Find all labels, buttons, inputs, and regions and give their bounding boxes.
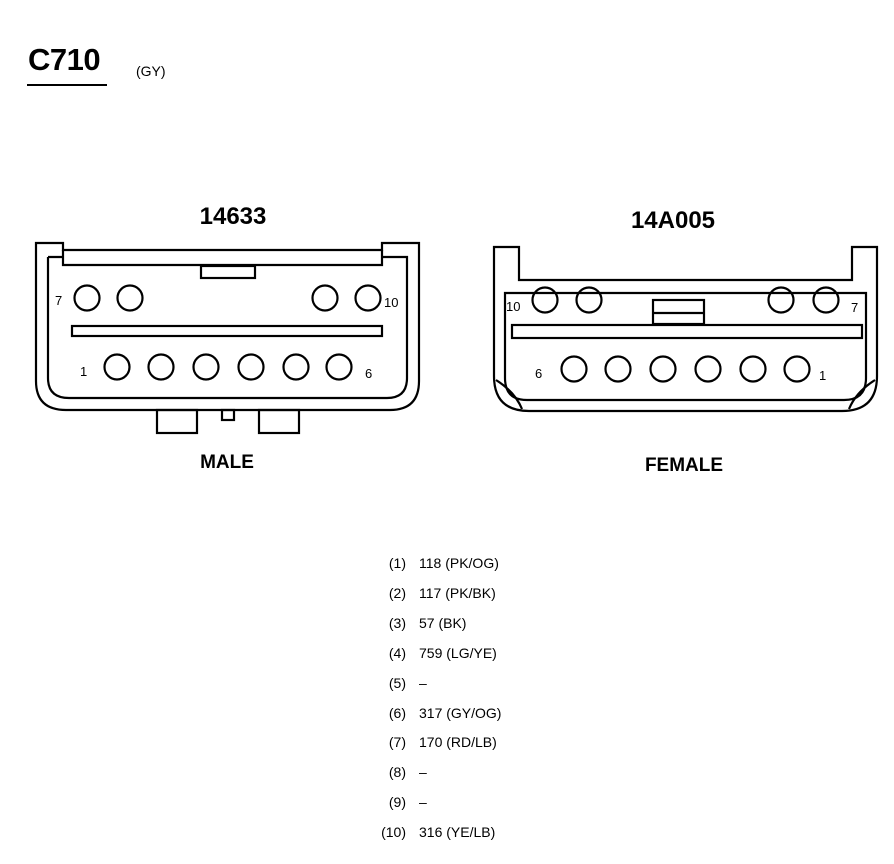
pin-row: (7) 170 (RD/LB) [366,734,666,752]
pin-circuit: 170 (RD/LB) [419,734,497,751]
female-pin-label-10: 10 [506,299,520,314]
male-latch-left [155,408,199,435]
connector-id-underline [27,84,107,86]
male-pin-circle [192,353,220,381]
pin-circuit: 759 (LG/YE) [419,644,497,661]
pin-circuit: – [419,764,427,781]
male-inner-shell [46,255,409,400]
female-pin-circle [694,355,722,383]
female-part-number: 14A005 [630,207,716,234]
female-corner-left [495,379,524,410]
pin-row: (8)– [366,764,666,782]
male-pin-circle [354,284,382,312]
connector-id: C710 [28,42,101,77]
pin-row: (10) 316 (YE/LB) [366,824,666,842]
female-label: FEMALE [644,455,724,476]
pin-number: (2) [388,584,406,601]
connector-color-code: (GY) [136,63,166,79]
female-connector-face [492,245,879,413]
female-pin-circle [531,286,559,314]
male-label: MALE [200,452,254,473]
pin-number: (1) [388,555,406,571]
female-pin-circle [575,286,603,314]
male-pin-circle [73,284,101,312]
female-pin-circle [812,286,840,314]
pin-row: (3) 57 (BK) [366,615,666,633]
pin-row: (4) 759 (LG/YE) [366,645,666,663]
pin-number: (5) [388,674,406,691]
male-pin-circle [103,353,131,381]
male-inner-top [61,250,384,267]
male-connector-face [34,241,421,435]
pin-circuit: – [419,794,427,811]
pin-number: (8) [388,764,406,781]
female-pin-circle [604,355,632,383]
male-key-tab [199,264,257,280]
female-outer-shell [492,245,879,413]
pin-row: (6) 317 (GY/OG) [366,705,666,723]
pin-number: (7) [388,734,406,751]
male-pin-label-10: 10 [384,295,398,310]
male-pin-label-7: 7 [55,293,62,308]
pin-number: (9) [388,794,406,811]
female-pin-label-7: 7 [851,300,858,315]
pin-circuit: – [419,674,427,691]
male-part-number: 14633 [199,203,267,230]
male-latch-center [220,408,236,422]
female-pin-label-6: 6 [535,366,542,381]
pin-number: (10) [381,824,406,841]
female-divider-bar [510,323,864,340]
pin-number: (6) [388,704,406,721]
female-corner-right [847,379,876,410]
pin-circuit: 316 (YE/LB) [419,824,496,841]
pin-row: (9)– [366,794,666,812]
pin-number: (3) [388,614,406,631]
male-outer-shell [34,241,421,412]
female-pin-circle [560,355,588,383]
pin-circuit: 57 (BK) [419,614,467,631]
female-inner-shell [503,291,868,402]
pin-row: (5)– [366,675,666,693]
male-divider-bar [70,324,384,338]
pin-circuit: 317 (GY/OG) [419,704,502,721]
male-pin-label-6: 6 [365,366,372,381]
male-latch-right [257,408,301,435]
female-pin-circle [739,355,767,383]
pin-row: (2) 117 (PK/BK) [366,585,666,603]
female-pin-circle [649,355,677,383]
pin-circuit: 118 (PK/OG) [419,555,499,571]
pin-circuit: 117 (PK/BK) [419,584,496,601]
male-pin-circle [311,284,339,312]
female-pin-circle [783,355,811,383]
female-pin-circle [767,286,795,314]
male-pin-circle [116,284,144,312]
male-pin-circle [325,353,353,381]
pin-row: (1) 118 (PK/OG) [366,555,666,573]
pin-number: (4) [388,644,406,661]
male-pin-circle [147,353,175,381]
male-pin-label-1: 1 [80,364,87,379]
female-pin-label-1: 1 [819,368,826,383]
male-pin-circle [282,353,310,381]
male-pin-circle [237,353,265,381]
